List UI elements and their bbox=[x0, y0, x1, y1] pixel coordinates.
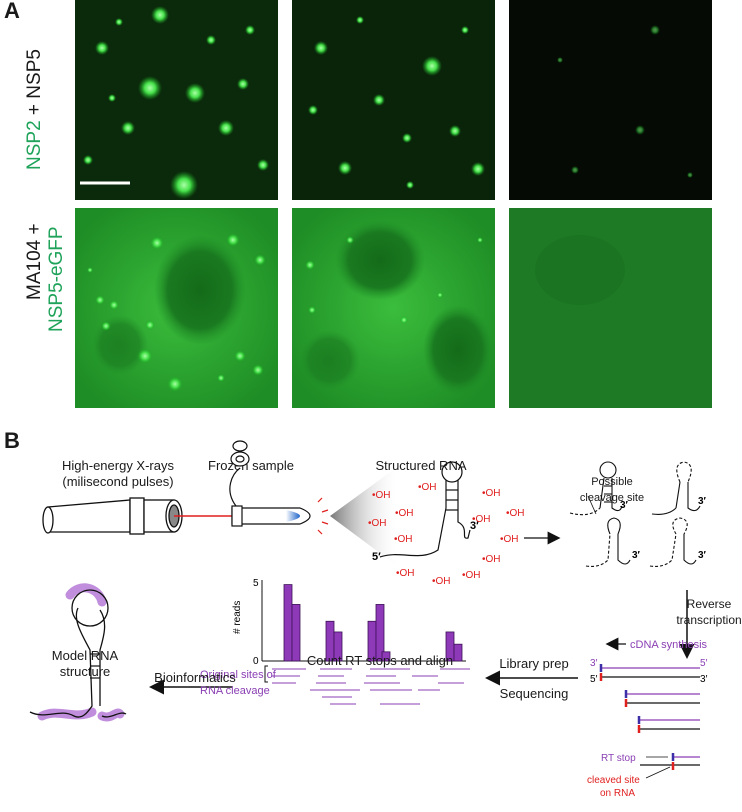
droplets-r1c1 bbox=[83, 6, 269, 199]
cleavage-pointer bbox=[587, 495, 597, 515]
cdna-3prime: 3′ bbox=[590, 658, 598, 669]
sample-tube-icon bbox=[229, 440, 311, 527]
xray-label-line1: High-energy X-rays bbox=[62, 458, 174, 473]
svg-text:•OH: •OH bbox=[418, 482, 437, 493]
svg-text:•OH: •OH bbox=[472, 514, 491, 525]
svg-text:•OH: •OH bbox=[394, 534, 413, 545]
cells-r2c1 bbox=[87, 233, 266, 392]
svg-text:•OH: •OH bbox=[432, 576, 451, 587]
emission-rays bbox=[317, 497, 329, 535]
library-prep-label: Library prep bbox=[499, 656, 569, 671]
variant3-3prime: 3′ bbox=[632, 550, 641, 561]
cleaved-label-line2: on RNA bbox=[600, 788, 635, 799]
ytick-5: 5 bbox=[253, 578, 259, 589]
svg-text:•OH: •OH bbox=[462, 570, 481, 581]
rt-stop-label: RT stop bbox=[601, 753, 636, 764]
variant1-3prime: 3′ bbox=[620, 500, 629, 511]
frozen-sample-label: Frozen sample bbox=[208, 458, 294, 473]
bar-6 bbox=[381, 651, 391, 662]
micrograph-r1c3 bbox=[509, 0, 712, 200]
droplets-r1c2 bbox=[308, 16, 485, 189]
y-axis-label: # reads bbox=[232, 601, 243, 634]
rna-3prime-end: 3′ bbox=[700, 674, 708, 685]
count-rt-label: Count RT stops and align bbox=[306, 653, 454, 668]
cleaved-label-line1: cleaved site bbox=[587, 775, 640, 786]
model-rna-icon bbox=[29, 583, 127, 722]
hydroxyl-radicals: •OH •OH •OH •OH •OH •OH •OH •OH •OH •OH … bbox=[368, 482, 525, 587]
droplets-r1c3 bbox=[557, 25, 693, 178]
reverse-label-line2: transcription bbox=[676, 613, 742, 627]
bar-1 bbox=[291, 604, 301, 662]
bioinformatics-label: Bioinformatics bbox=[154, 670, 236, 685]
svg-text:•OH: •OH bbox=[500, 534, 519, 545]
svg-text:•OH: •OH bbox=[482, 488, 501, 499]
panel-b-diagram: 5′ 3′ •OH •OH •OH •OH •OH •OH •OH •OH •O… bbox=[29, 440, 708, 799]
variant4-3prime: 3′ bbox=[698, 550, 707, 561]
rna-5prime-end: 5′ bbox=[590, 674, 598, 685]
cleaved-rna-variants bbox=[569, 461, 701, 567]
panel-a-letter: A bbox=[4, 0, 20, 23]
rna-3prime: 3′ bbox=[470, 520, 479, 532]
original-sites-label: Original sites of RNA cleavage bbox=[200, 667, 310, 699]
reads-chart: 5 0 # reads bbox=[232, 578, 466, 667]
panel-b-letter: B bbox=[4, 428, 20, 453]
svg-text:•OH: •OH bbox=[372, 490, 391, 501]
svg-text:•OH: •OH bbox=[482, 554, 501, 565]
original-sites-line1: Original sites of bbox=[200, 669, 276, 681]
cells-r2c2 bbox=[300, 220, 493, 395]
cells-r2c3 bbox=[535, 235, 625, 305]
rna-5prime: 5′ bbox=[372, 551, 381, 563]
micrograph-r2c3 bbox=[509, 208, 712, 408]
cdna-5prime: 5′ bbox=[700, 658, 708, 669]
reads-bracket bbox=[264, 665, 268, 683]
bar-0 bbox=[283, 584, 293, 662]
model-label-line1: Model RNA bbox=[51, 648, 119, 663]
micrograph-r1c2 bbox=[292, 0, 495, 200]
structured-rna-icon bbox=[379, 461, 471, 558]
xray-source-icon bbox=[42, 497, 183, 535]
svg-text:•OH: •OH bbox=[396, 568, 415, 579]
svg-text:•OH: •OH bbox=[506, 508, 525, 519]
model-label-line2: structure bbox=[59, 664, 111, 679]
model-rna-label: Model RNA structure bbox=[40, 648, 130, 680]
xray-label-line2: (milisecond pulses) bbox=[62, 474, 174, 489]
cdna-synthesis-diagram bbox=[599, 637, 700, 779]
bar-3 bbox=[333, 631, 343, 662]
reverse-transcription-label: Reverse transcription bbox=[676, 596, 742, 628]
sequencing-label: Sequencing bbox=[499, 686, 569, 701]
micrograph-grid bbox=[75, 0, 712, 408]
svg-text:•OH: •OH bbox=[395, 508, 414, 519]
reverse-label-line1: Reverse bbox=[686, 597, 732, 611]
svg-text:•OH: •OH bbox=[368, 518, 387, 529]
bar-8 bbox=[453, 643, 463, 662]
magnification-cone bbox=[330, 465, 400, 568]
variant2-3prime: 3′ bbox=[698, 496, 707, 507]
original-sites-line2: RNA cleavage bbox=[200, 685, 270, 697]
cdna-label: cDNA synthesis bbox=[630, 639, 708, 651]
bar-5 bbox=[375, 604, 385, 662]
read-alignments bbox=[272, 668, 470, 705]
ytick-0: 0 bbox=[253, 656, 259, 667]
xray-label: High-energy X-rays (milisecond pulses) bbox=[48, 458, 188, 490]
